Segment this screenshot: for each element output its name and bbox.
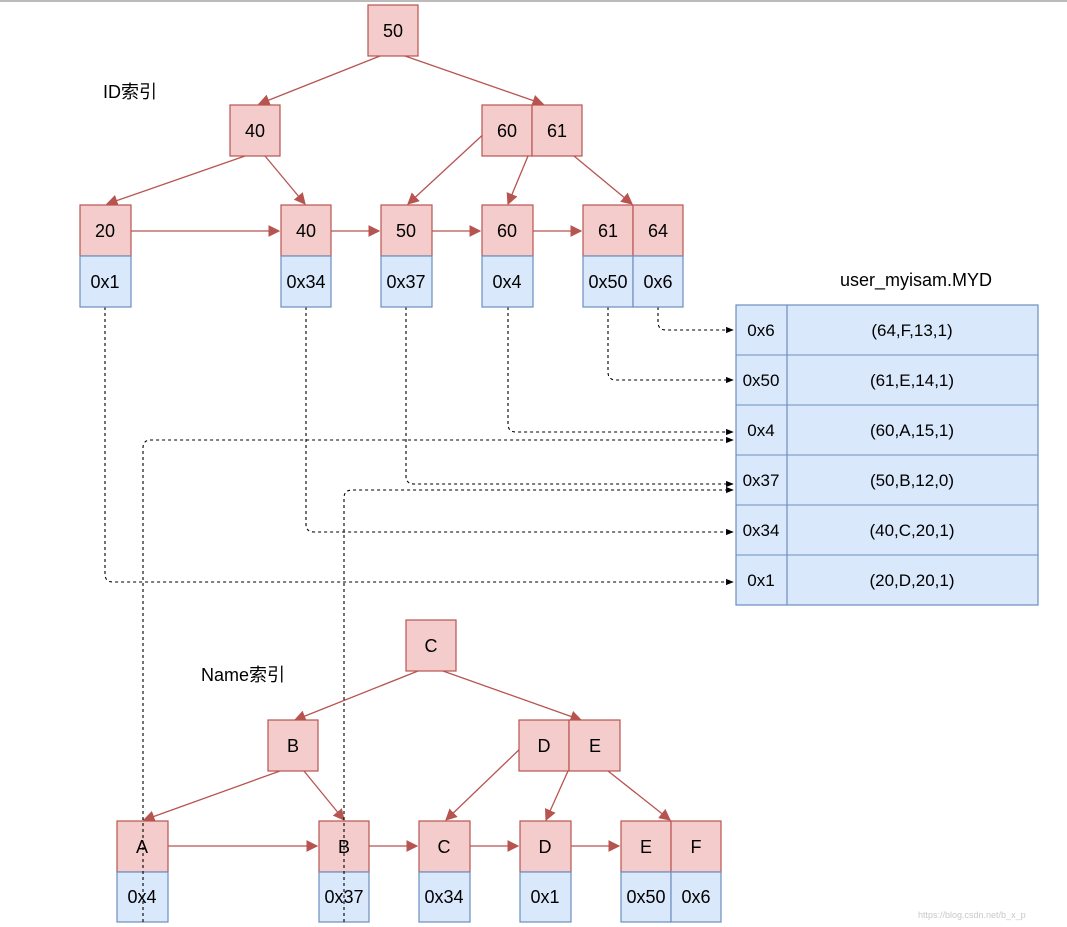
id-leaf-2-ptr: 0x37 <box>386 272 425 292</box>
id-leaf-4-ptr-1: 0x6 <box>643 272 672 292</box>
name-leaf-3: D 0x1 <box>519 820 572 923</box>
edge-61-to-61-64 <box>573 155 633 205</box>
id-index-title: ID索引 <box>103 82 157 102</box>
data-row-0-record: (64,F,13,1) <box>871 321 952 340</box>
name-level1-left-node: B <box>267 719 319 772</box>
edge-40-to-40 <box>264 155 306 205</box>
edge-e-to-e-f <box>607 770 671 821</box>
id-leaf-2: 50 0x37 <box>380 204 433 308</box>
id-leaf-0-key: 20 <box>95 221 115 241</box>
pointer-lines <box>104 307 734 922</box>
pointer-0x4-id <box>507 307 734 436</box>
name-index-title: Name索引 <box>201 665 285 685</box>
watermark: https://blog.csdn.net/b_x_p <box>918 910 1026 920</box>
id-leaf-4-key-1: 64 <box>648 221 668 241</box>
id-leaf-1: 40 0x34 <box>280 204 332 308</box>
name-leaf-2-ptr: 0x34 <box>424 887 463 907</box>
pointer-0x4-name <box>142 436 734 922</box>
id-index-tree-nodes: 50 40 60 61 20 0x1 40 0x34 50 <box>79 4 684 308</box>
id-leaf-1-ptr: 0x34 <box>286 272 325 292</box>
edge-60-61-to-60 <box>506 155 529 206</box>
edge-40-to-20 <box>105 155 246 207</box>
edge-d-to-c <box>445 744 525 821</box>
data-row-1-record: (61,E,14,1) <box>870 371 954 390</box>
name-level1-right-node: D E <box>518 719 621 772</box>
data-row-5-addr: 0x1 <box>747 571 774 590</box>
name-leaf-4-ptr-1: 0x6 <box>681 887 710 907</box>
pointer-0x37-id <box>405 307 734 488</box>
pointer-0x6 <box>657 307 734 334</box>
id-level1-right-node: 60 61 <box>481 104 583 157</box>
name-leaf-4: E F 0x50 0x6 <box>620 820 722 923</box>
name-leaf-4-ptr-0: 0x50 <box>626 887 665 907</box>
name-leaf-2-key: C <box>438 837 451 857</box>
id-leaf-3-ptr: 0x4 <box>492 272 521 292</box>
data-row-0-addr: 0x6 <box>747 321 774 340</box>
name-leaf-0: A 0x4 <box>116 820 169 923</box>
data-row-3-record: (50,B,12,0) <box>870 471 954 490</box>
id-leaf-3-key: 60 <box>497 221 517 241</box>
name-leaf-2: C 0x34 <box>418 820 471 923</box>
pointer-0x50 <box>607 307 734 384</box>
id-leaf-4-key-0: 61 <box>598 221 618 241</box>
data-row-4-record: (40,C,20,1) <box>869 521 954 540</box>
edge-d-e-to-d <box>544 770 569 822</box>
pointer-0x34-id <box>305 307 734 536</box>
edge-root-to-60-61 <box>404 55 545 107</box>
name-leaf-4-key-1: F <box>691 837 702 857</box>
id-leaf-4-ptr-0: 0x50 <box>588 272 627 292</box>
data-file-table: 0x6 (64,F,13,1) 0x50 (61,E,14,1) 0x4 (60… <box>735 304 1039 606</box>
id-leaf-3: 60 0x4 <box>481 204 534 308</box>
pointer-0x1-id <box>104 307 734 586</box>
id-level1-right-key-1: 61 <box>547 121 567 141</box>
name-leaf-0-key: A <box>136 837 148 857</box>
id-level1-left-node: 40 <box>229 104 281 157</box>
id-root-key: 50 <box>383 21 403 41</box>
data-row-1-addr: 0x50 <box>743 371 780 390</box>
data-row-2-addr: 0x4 <box>747 421 774 440</box>
edge-c-to-b <box>293 670 419 722</box>
id-leaf-2-key: 50 <box>396 221 416 241</box>
name-root-key: C <box>425 636 438 656</box>
pointer-lines-overlay <box>142 818 345 922</box>
data-row-5-record: (20,D,20,1) <box>869 571 954 590</box>
id-leaf-0-ptr: 0x1 <box>90 272 119 292</box>
id-level1-right-key-0: 60 <box>497 121 517 141</box>
id-root-node: 50 <box>367 4 419 57</box>
edge-b-to-b <box>303 770 345 821</box>
name-leaf-3-key: D <box>539 837 552 857</box>
id-level1-left-key: 40 <box>245 121 265 141</box>
data-row-4-addr: 0x34 <box>743 521 780 540</box>
name-leaf-0-ptr: 0x4 <box>127 887 156 907</box>
id-leaf-0: 20 0x1 <box>79 204 132 308</box>
name-index-tree-edges <box>142 670 671 852</box>
top-border-line <box>0 0 1067 2</box>
name-level1-right-key-1: E <box>589 736 601 756</box>
name-level1-left-key: B <box>287 736 299 756</box>
data-row-3-addr: 0x37 <box>743 471 780 490</box>
name-leaf-3-ptr: 0x1 <box>530 887 559 907</box>
data-file-title: user_myisam.MYD <box>840 270 992 291</box>
id-leaf-4: 61 64 0x50 0x6 <box>582 204 684 308</box>
id-index-tree-edges <box>105 55 633 237</box>
edge-b-to-a <box>142 770 281 822</box>
data-row-2-record: (60,A,15,1) <box>870 421 954 440</box>
edge-c-to-d-e <box>442 670 583 722</box>
name-root-node: C <box>405 619 457 672</box>
edge-60-to-50 <box>407 129 489 205</box>
id-leaf-1-key: 40 <box>296 221 316 241</box>
name-leaf-4-key-0: E <box>640 837 652 857</box>
edge-root-to-40 <box>257 55 381 106</box>
name-level1-right-key-0: D <box>538 736 551 756</box>
